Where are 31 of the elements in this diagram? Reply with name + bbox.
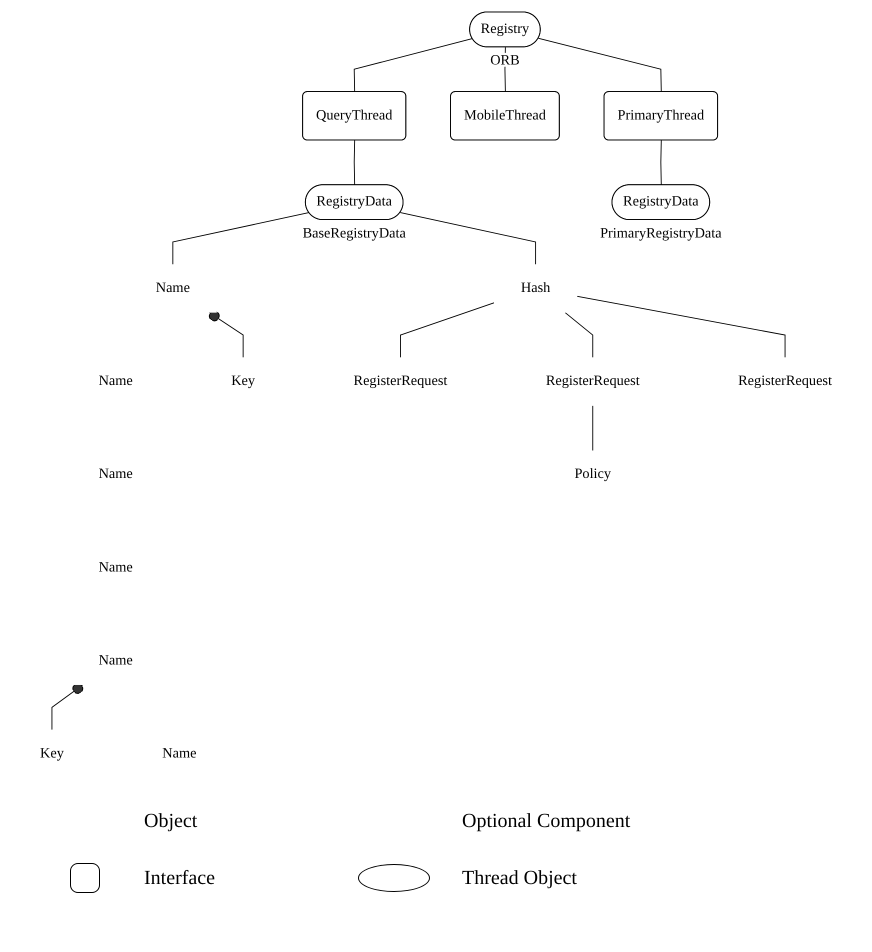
connector [576,296,786,358]
connector [592,405,594,451]
node-text: Name [98,374,133,389]
connector [538,38,662,92]
node-text: Name [98,652,133,668]
legend-text: Object [144,810,198,833]
connector [400,212,536,265]
connector [400,302,494,358]
node-text: RegisterRequest [738,374,832,389]
node-caption: BaseRegistryData [302,225,406,242]
node-text: Policy [574,466,612,482]
node-text: RegisterRequest [546,374,640,389]
node-text: Name [162,746,197,762]
node-caption: PrimaryRegistryData [600,225,722,242]
node-text: Name [98,560,133,575]
connector [51,683,84,730]
connector [564,312,594,358]
legend-text: Optional Component [462,810,632,833]
legend-text: Thread Object [462,866,578,890]
node-text: Hash [520,280,550,296]
connector [208,310,244,358]
connector [172,212,310,265]
legend-text: Interface [144,866,216,890]
connector [660,140,662,186]
node-text: Key [40,746,64,762]
node-text: Key [231,374,256,389]
node-text: RegisterRequest [354,374,448,389]
node-text: Name [156,280,190,296]
node-text: Name [98,466,133,482]
connector [354,140,356,186]
connector [354,38,473,92]
